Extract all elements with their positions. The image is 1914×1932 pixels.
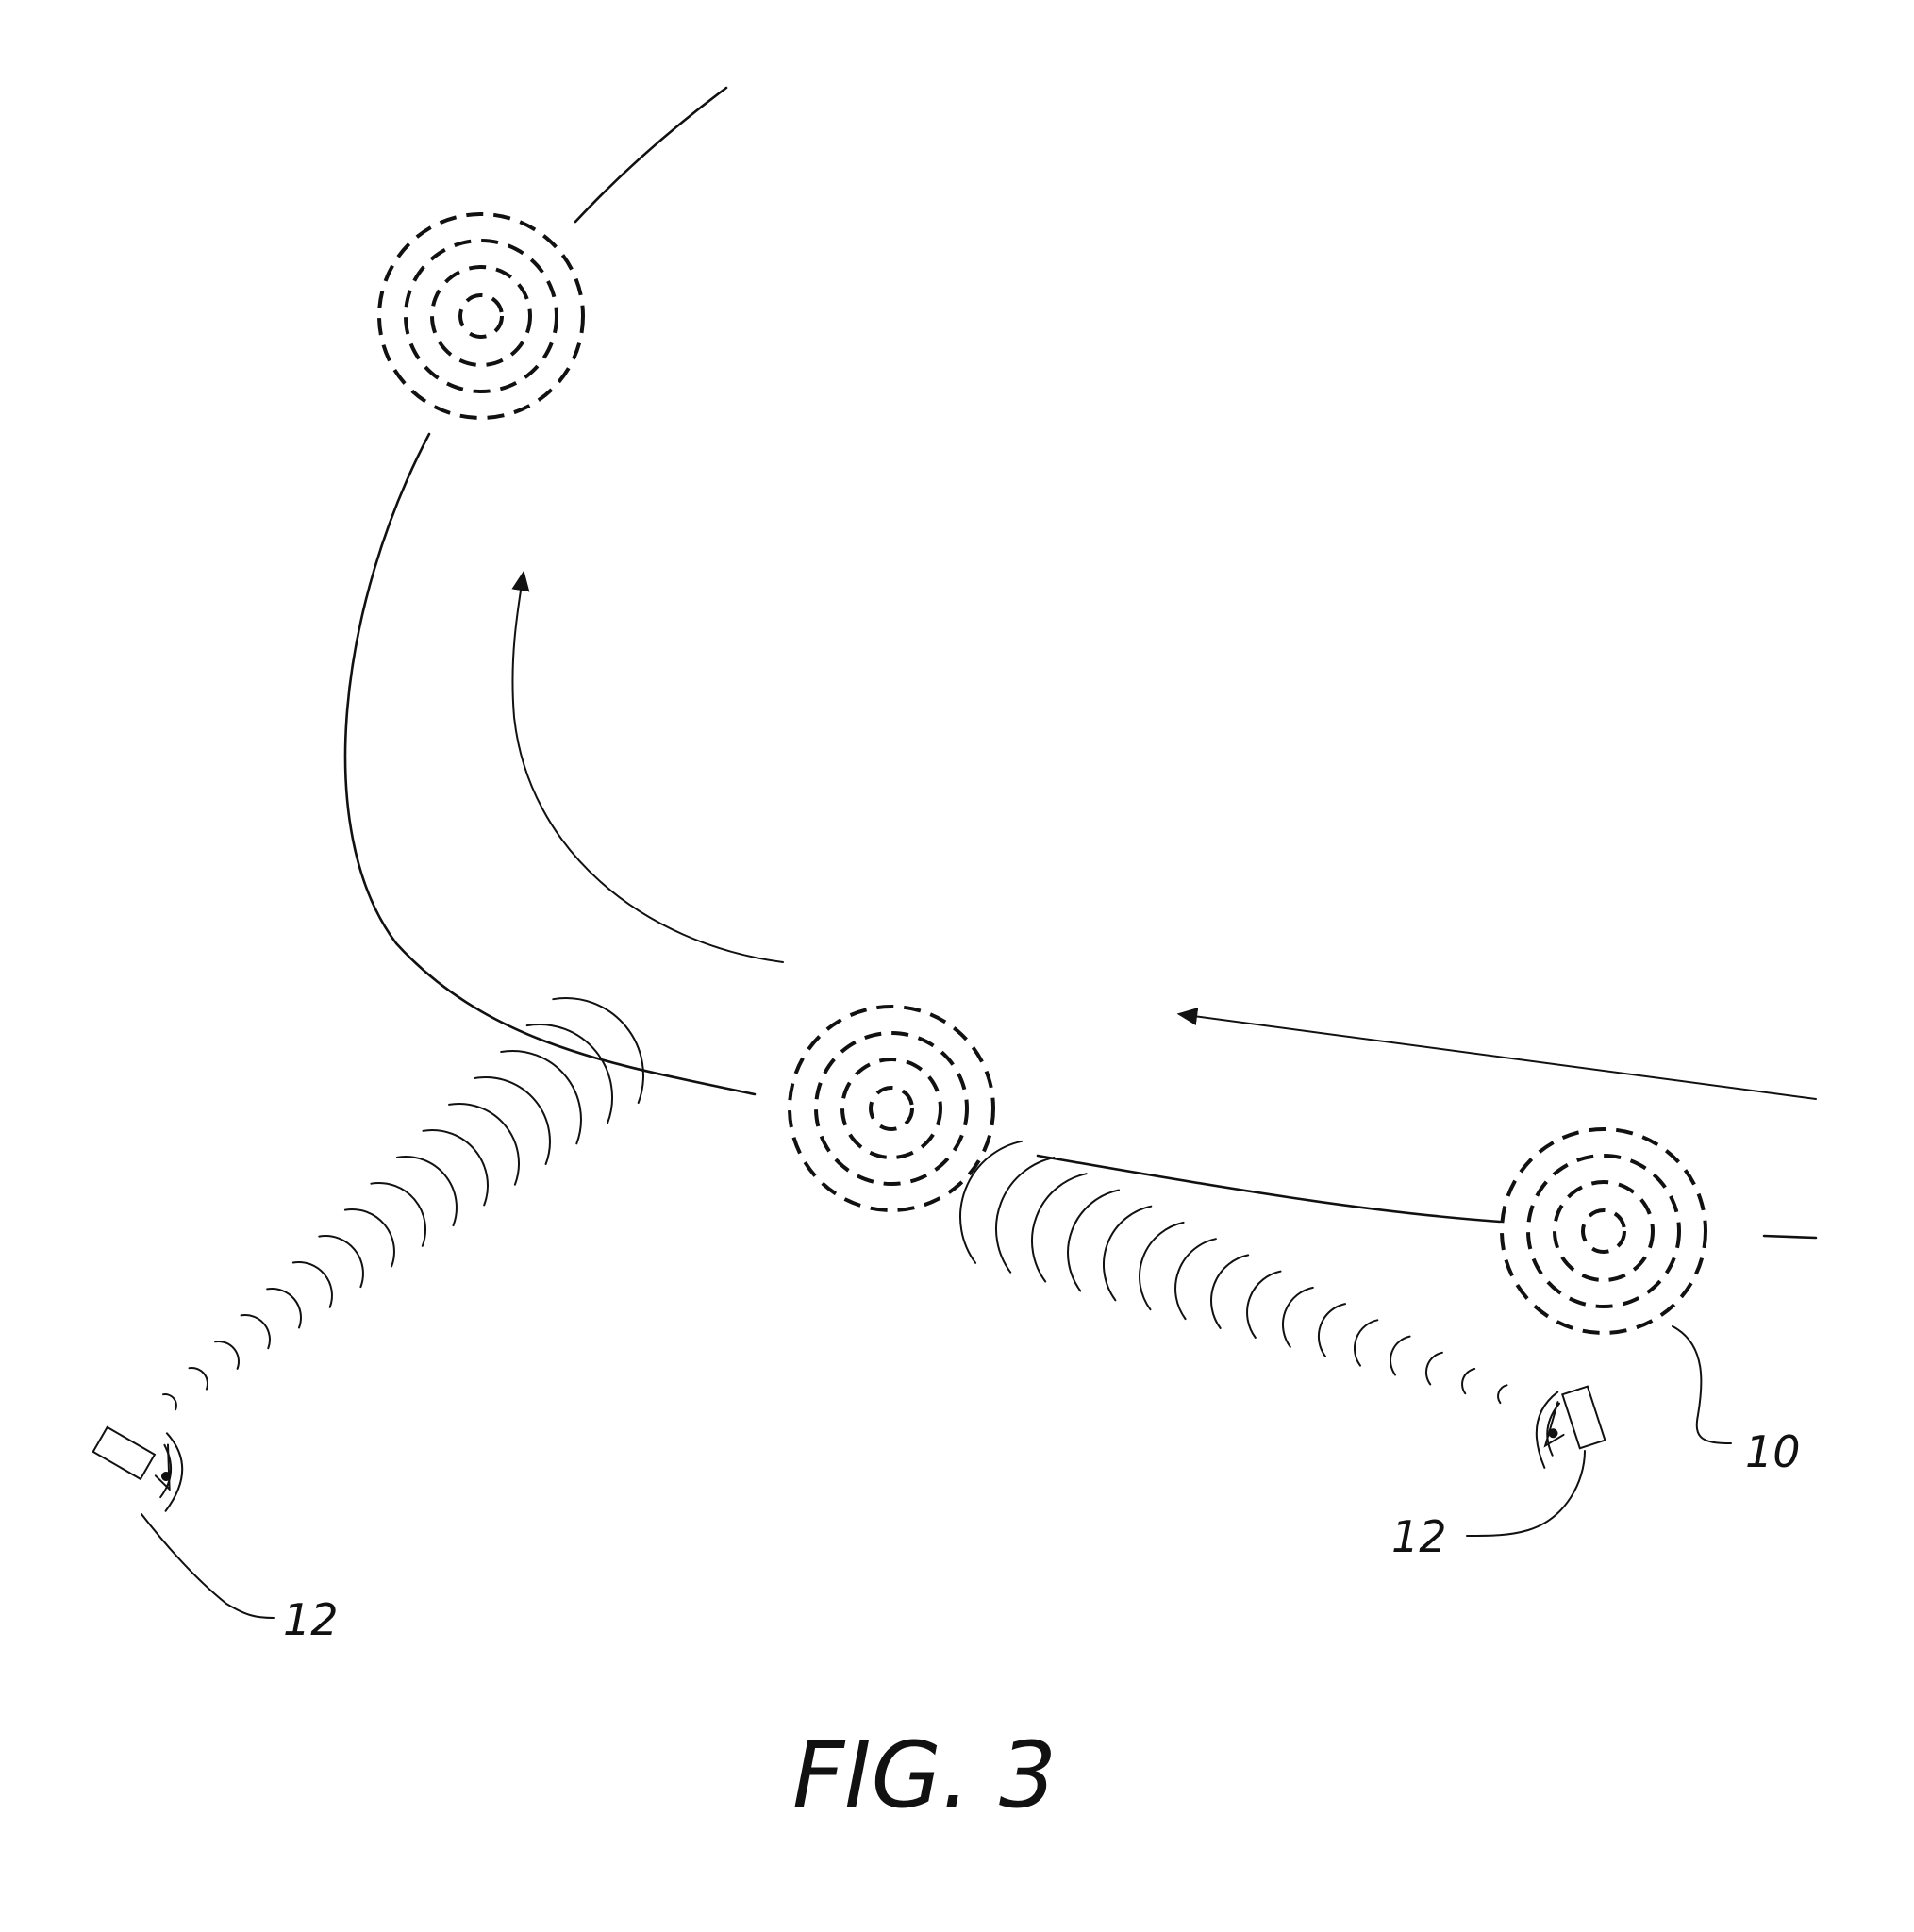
storm-cell-ring — [840, 1058, 942, 1159]
radar-beam-arc — [1103, 1205, 1153, 1302]
storm-cell-ring — [814, 1031, 969, 1186]
leader-lines — [141, 1325, 1732, 1619]
radar-beam-arc — [188, 1366, 208, 1391]
radar-beam-arc — [525, 1024, 614, 1124]
radar-beam-arc — [1139, 1221, 1185, 1311]
radar-beam-arc — [1461, 1368, 1476, 1395]
storm-cell-ring — [1526, 1154, 1681, 1308]
radar-beam-arc — [318, 1235, 364, 1289]
motion-arrows — [511, 570, 1817, 1100]
radar-beam-arc — [994, 1157, 1056, 1274]
radar-beam-arc — [240, 1314, 271, 1350]
radar-beam-arc — [214, 1340, 240, 1370]
storm-cell-ring — [1581, 1208, 1626, 1254]
storm-cell-ring — [788, 1005, 995, 1212]
radar-beam-arc — [1174, 1238, 1217, 1321]
radar-beam-arc — [1281, 1286, 1314, 1348]
radar-beam-arc — [1210, 1254, 1250, 1329]
radar-beam-arc — [448, 1103, 520, 1186]
radar-beam-arc — [370, 1182, 427, 1247]
radar-base-left — [92, 1425, 157, 1481]
storm-track — [343, 86, 1818, 1240]
reference-label-storm: 10 — [1745, 1426, 1801, 1477]
storm-cell-ring — [377, 212, 585, 420]
radar-station-right — [1535, 1385, 1606, 1469]
radar-beam-arc — [396, 1156, 458, 1227]
radar-beam-arc — [1031, 1173, 1088, 1283]
reference-label-receiver-right: 12 — [1391, 1511, 1447, 1562]
storm-cell-ring — [1553, 1180, 1655, 1282]
storm-cell-ring — [430, 265, 532, 367]
radar-base-right — [1561, 1385, 1606, 1450]
radar-beam-arc — [1424, 1351, 1443, 1386]
straight-arrow — [1176, 1008, 1817, 1100]
radar-station-left — [92, 1425, 184, 1512]
radar-beam-arc — [959, 1140, 1024, 1264]
radar-beam-arc — [474, 1076, 551, 1165]
radar-dish-right-icon — [1535, 1391, 1559, 1469]
radar-beam-arc — [1354, 1319, 1379, 1367]
radar-beam-arc — [162, 1393, 177, 1411]
radar-beam-arc — [500, 1050, 582, 1145]
storm-cell-ring — [1500, 1127, 1707, 1335]
radar-beam-arc — [1246, 1270, 1282, 1339]
radar-beam-arc — [552, 997, 644, 1104]
radar-beam-arc — [422, 1129, 489, 1207]
radar-beams — [162, 997, 1508, 1411]
storm-cells — [377, 212, 1707, 1335]
radar-beam-arc — [266, 1287, 302, 1329]
curved-arrow — [511, 570, 784, 963]
storm-cell-ring — [869, 1086, 914, 1131]
figure-caption: FIG. 3 — [792, 1723, 1057, 1828]
radar-beam-arc — [343, 1208, 395, 1268]
radar-beam-arc — [291, 1261, 333, 1308]
radar-beam-arc — [1390, 1335, 1411, 1376]
radar-dish-left-icon — [164, 1432, 184, 1512]
radar-beam-arc — [1067, 1189, 1120, 1292]
storm-cell-ring — [404, 239, 558, 393]
radar-beam-arc — [1497, 1384, 1508, 1405]
reference-label-receiver-left: 12 — [283, 1594, 339, 1645]
storm-cell-ring — [458, 293, 504, 339]
radar-beam-arc — [1317, 1303, 1346, 1357]
